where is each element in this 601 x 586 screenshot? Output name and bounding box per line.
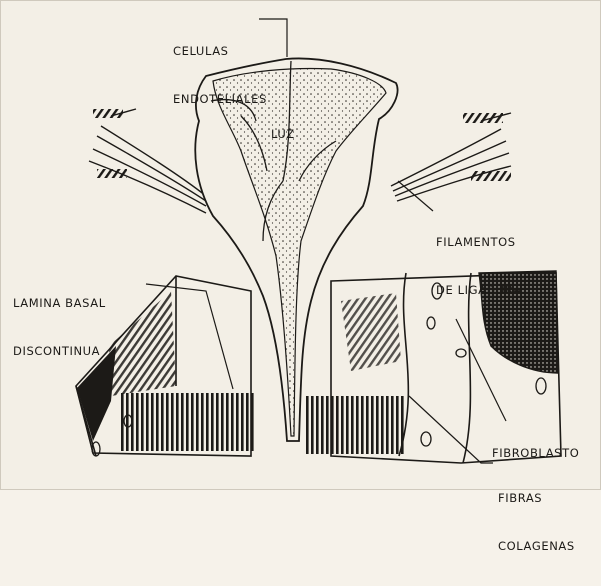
lumen-text: LUZ — [271, 126, 295, 142]
anchoring-filaments-line-1: FILAMENTOS — [436, 234, 522, 250]
collagen-fibers-label: FIBRAS COLAGENAS — [498, 458, 575, 586]
endothelial-cells-line-1: CELULAS — [173, 43, 267, 59]
anchoring-filaments-label: FILAMENTOS DE LIGADURA — [436, 202, 522, 330]
basal-lamina-line-2: DISCONTINUA — [13, 343, 106, 359]
endothelial-cells-label: CELULAS ENDOTELIALES — [173, 11, 267, 139]
collagen-fibers-line-2: COLAGENAS — [498, 538, 575, 554]
lumen-label: LUZ — [271, 94, 295, 174]
anchoring-filaments-line-2: DE LIGADURA — [436, 282, 522, 298]
endothelial-cells-line-2: ENDOTELIALES — [173, 91, 267, 107]
basal-lamina-label: LAMINA BASAL DISCONTINUA — [13, 263, 106, 391]
basal-lamina-line-1: LAMINA BASAL — [13, 295, 106, 311]
collagen-fibers-line-1: FIBRAS — [498, 490, 575, 506]
lymphatic-capillary-figure: CELULAS ENDOTELIALES LUZ FILAMENTOS DE L… — [0, 0, 601, 490]
